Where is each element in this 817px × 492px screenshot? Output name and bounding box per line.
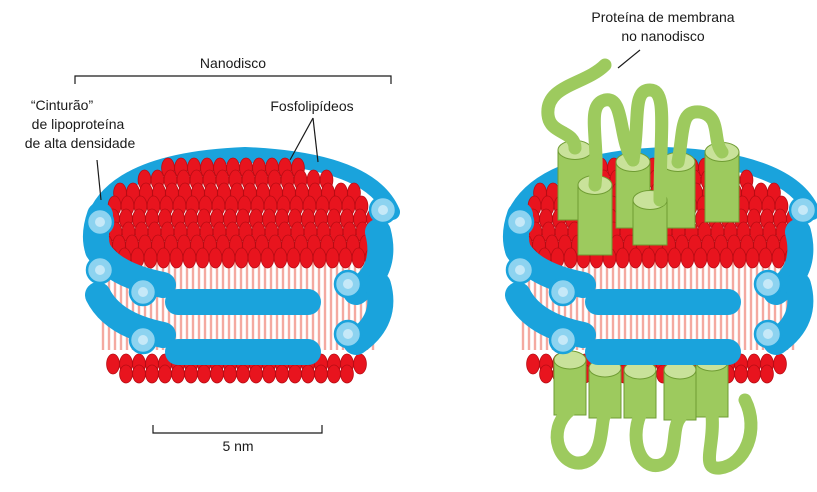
joint-highlight bbox=[95, 265, 105, 275]
lipid-head bbox=[250, 365, 263, 383]
lipid-head bbox=[159, 365, 172, 383]
lipid-head bbox=[198, 365, 211, 383]
lipid-head bbox=[540, 365, 553, 383]
lipid-head bbox=[315, 365, 328, 383]
joint-highlight bbox=[95, 217, 105, 227]
joint-highlight bbox=[558, 335, 568, 345]
joint-highlight bbox=[515, 265, 525, 275]
lipid-head bbox=[352, 248, 365, 268]
lipid-head bbox=[761, 365, 774, 383]
joint-highlight bbox=[558, 287, 568, 297]
nanodisc-bracket bbox=[75, 76, 391, 84]
lipid-head bbox=[196, 248, 209, 268]
lipid-head bbox=[276, 365, 289, 383]
lipid-head bbox=[146, 365, 159, 383]
lipid-head bbox=[157, 248, 170, 268]
lipid-head bbox=[341, 365, 354, 383]
lipid-head bbox=[746, 248, 759, 268]
lipid-head bbox=[222, 248, 235, 268]
joint-highlight bbox=[343, 329, 353, 339]
lipid-head bbox=[235, 248, 248, 268]
protein-pointer bbox=[618, 50, 640, 68]
lipid-head bbox=[224, 365, 237, 383]
lipid-head bbox=[248, 248, 261, 268]
protein-loop-lower bbox=[557, 410, 605, 463]
lipid-head bbox=[107, 354, 120, 374]
lipid-head bbox=[326, 248, 339, 268]
lipid-head bbox=[133, 365, 146, 383]
helix-cylinder-lower-top bbox=[554, 351, 586, 369]
lipid-head bbox=[300, 248, 313, 268]
label-protein-line1: Proteína de membrana bbox=[591, 9, 734, 25]
lipid-head bbox=[564, 248, 577, 268]
label-protein-line2: no nanodisco bbox=[621, 28, 705, 44]
lipid-head bbox=[720, 248, 733, 268]
label-belt-line1: “Cinturão” bbox=[31, 97, 94, 113]
joint-highlight bbox=[763, 279, 773, 289]
lipid-head bbox=[328, 365, 341, 383]
joint-highlight bbox=[343, 279, 353, 289]
lipid-head bbox=[772, 248, 785, 268]
joint-highlight bbox=[515, 217, 525, 227]
label-scale: 5 nm bbox=[222, 438, 253, 454]
lipid-head bbox=[707, 248, 720, 268]
scale-bar bbox=[153, 425, 322, 433]
lipid-head bbox=[237, 365, 250, 383]
lipid-head bbox=[616, 248, 629, 268]
lipid-head bbox=[263, 365, 276, 383]
lipid-head bbox=[289, 365, 302, 383]
lipid-head bbox=[748, 365, 761, 383]
joint-highlight bbox=[378, 205, 388, 215]
lipid-head bbox=[774, 354, 787, 374]
lipid-head bbox=[681, 248, 694, 268]
lipid-head bbox=[733, 248, 746, 268]
lipid-head bbox=[629, 248, 642, 268]
lipid-head bbox=[211, 365, 224, 383]
protein-loop-lower bbox=[636, 415, 680, 466]
helix-cylinder bbox=[705, 152, 739, 222]
label-nanodisco: Nanodisco bbox=[200, 55, 266, 71]
lipid-head bbox=[655, 248, 668, 268]
lipid-head bbox=[172, 365, 185, 383]
label-phospholipids: Fosfolipídeos bbox=[270, 98, 353, 114]
label-belt-line2: de lipoproteína bbox=[32, 116, 125, 132]
joint-highlight bbox=[763, 329, 773, 339]
nanodisc-right bbox=[507, 50, 816, 468]
membrane-protein-lower bbox=[554, 351, 751, 468]
lipid-head bbox=[354, 354, 367, 374]
lipid-head bbox=[313, 248, 326, 268]
label-belt-line3: de alta densidade bbox=[25, 135, 136, 151]
lipid-head bbox=[694, 248, 707, 268]
lipid-head bbox=[759, 248, 772, 268]
lipid-head bbox=[668, 248, 681, 268]
lipid-head bbox=[339, 248, 352, 268]
belt-pointer bbox=[97, 160, 101, 200]
lipid-head bbox=[209, 248, 222, 268]
lipid-head bbox=[527, 354, 540, 374]
lipid-head bbox=[261, 248, 274, 268]
lipid-head bbox=[302, 365, 315, 383]
lipid-head bbox=[170, 248, 183, 268]
lipid-head bbox=[274, 248, 287, 268]
lipid-head bbox=[120, 365, 133, 383]
lipid-head bbox=[144, 248, 157, 268]
joint-highlight bbox=[798, 205, 808, 215]
lipid-head bbox=[287, 248, 300, 268]
joint-highlight bbox=[138, 335, 148, 345]
lipid-head bbox=[735, 365, 748, 383]
protein-loop-lower bbox=[709, 400, 751, 468]
helix-cylinder bbox=[578, 185, 612, 255]
joint-highlight bbox=[138, 287, 148, 297]
lipid-head bbox=[642, 248, 655, 268]
lipid-head bbox=[185, 365, 198, 383]
lipid-head bbox=[183, 248, 196, 268]
